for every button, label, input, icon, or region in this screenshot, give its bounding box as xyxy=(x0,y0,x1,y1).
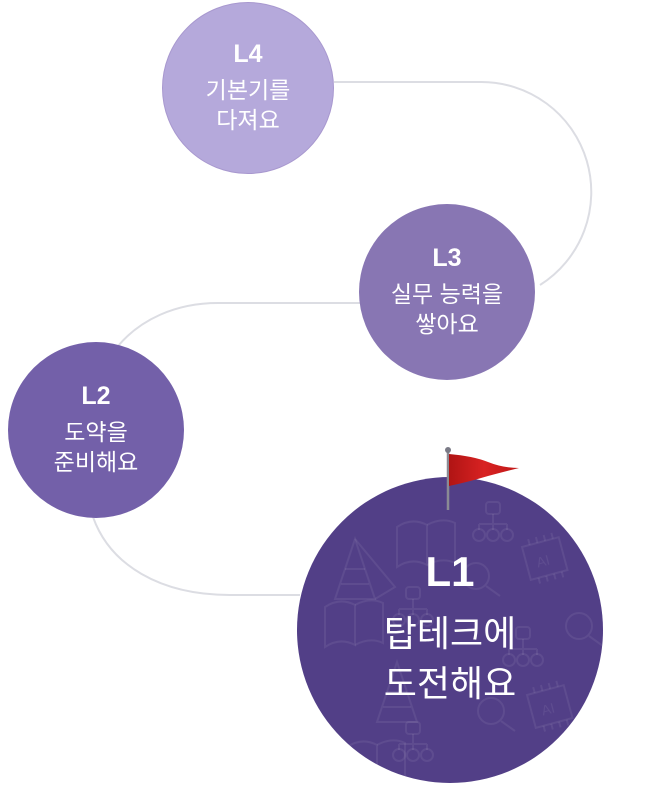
level-description: 기본기를 다져요 xyxy=(205,76,291,133)
ai-chip-icon: AI xyxy=(525,680,574,732)
flowchart-icon xyxy=(392,586,434,627)
path-l2-to-l1 xyxy=(92,516,300,596)
pyramid-icon xyxy=(333,535,397,600)
path-l4-to-l3 xyxy=(334,80,593,286)
flowchart-icon xyxy=(472,501,514,542)
level-description: 도약을 준비해요 xyxy=(53,418,139,475)
flowchart-icon xyxy=(502,626,544,667)
path-l3-to-l2 xyxy=(117,302,360,347)
open-book-icon xyxy=(346,739,406,783)
open-book-icon xyxy=(324,599,384,649)
ai-chip-icon: AI xyxy=(520,532,569,584)
magnifier-icon xyxy=(477,697,516,732)
level-label: L4 xyxy=(233,39,263,68)
level-node-l1-current[interactable]: AI AI L1 탑테크에 도전해요 xyxy=(297,477,603,783)
level-label: L2 xyxy=(81,381,111,410)
background-pattern: AI AI xyxy=(324,501,603,783)
svg-text:AI: AI xyxy=(540,700,557,719)
level-node-l4[interactable]: L4 기본기를 다져요 xyxy=(162,2,334,174)
magnifier-icon xyxy=(565,612,603,647)
level-description: 실무 능력을 쌓아요 xyxy=(390,280,504,337)
open-book-icon xyxy=(396,519,456,569)
red-flag-icon xyxy=(445,447,519,510)
svg-text:AI: AI xyxy=(535,552,552,571)
level-node-l3[interactable]: L3 실무 능력을 쌓아요 xyxy=(359,204,535,380)
flag-pole-knob xyxy=(445,447,451,453)
level-description: 탑테크에 도전해요 xyxy=(383,613,517,704)
level-label: L3 xyxy=(432,243,462,272)
flag-cloth xyxy=(449,454,519,486)
level-label: L1 xyxy=(425,548,475,595)
pyramid-icon xyxy=(375,658,419,723)
level-node-l2[interactable]: L2 도약을 준비해요 xyxy=(8,342,184,518)
magnifier-icon xyxy=(462,562,501,597)
flowchart-icon xyxy=(392,721,434,762)
